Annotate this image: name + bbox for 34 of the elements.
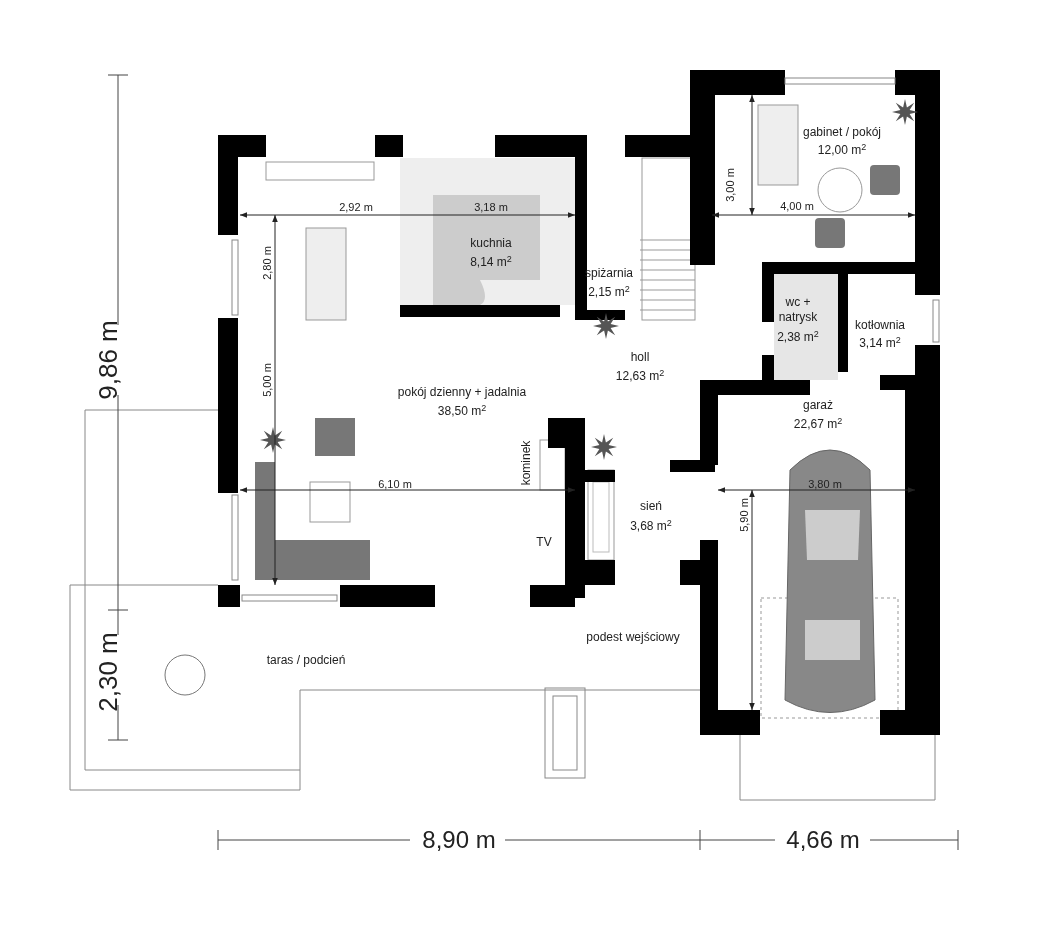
dimension-label: 3,80 m bbox=[808, 478, 842, 492]
room-name: kotłownia bbox=[855, 317, 905, 333]
room-area: 3,14 m$^{2}$ bbox=[859, 335, 901, 351]
room-area: 12,00 m$^{2}$ bbox=[817, 142, 867, 158]
room-area: 38,50 m$^{2}$ bbox=[437, 403, 487, 419]
room-area: 8,14 m$^{2}$ bbox=[470, 254, 512, 270]
dimension-label: 4,00 m bbox=[780, 200, 814, 214]
room-name: pokój dzienny + jadalnia bbox=[397, 384, 527, 400]
dimension-label: 5,00 m bbox=[261, 363, 275, 397]
dimension-label: 9,86 m bbox=[91, 320, 124, 400]
room-name: garaż bbox=[803, 397, 833, 413]
area-name: taras / podcień bbox=[266, 652, 346, 668]
fireplace-label: kominek bbox=[518, 440, 534, 486]
room-name: wc + natrysk bbox=[777, 295, 819, 325]
room-name: sień bbox=[640, 498, 662, 514]
room-area: 2,38 m$^{2}$ bbox=[777, 329, 819, 345]
room-area: 12,63 m$^{2}$ bbox=[615, 368, 665, 384]
room-name: holl bbox=[630, 349, 650, 365]
dimension-label: 3,18 m bbox=[474, 201, 508, 215]
room-name: kuchnia bbox=[470, 235, 512, 251]
room-name: gabinet / pokój bbox=[802, 124, 882, 140]
room-area: 2,15 m$^{2}$ bbox=[588, 284, 630, 300]
dimension-label: 2,80 m bbox=[261, 246, 275, 280]
room-area: 3,68 m$^{2}$ bbox=[630, 518, 672, 534]
area-name: podest wejściowy bbox=[586, 629, 680, 645]
dimension-label: 8,90 m bbox=[422, 825, 496, 855]
dimension-label: 2,30 m bbox=[91, 632, 124, 712]
room-area: 22,67 m$^{2}$ bbox=[793, 416, 843, 432]
dimension-label: 5,90 m bbox=[738, 498, 752, 532]
dimension-label: 4,66 m bbox=[786, 825, 860, 855]
dimension-label: 3,00 m bbox=[724, 168, 738, 202]
dimension-label: 6,10 m bbox=[378, 478, 412, 492]
tv-label: TV bbox=[536, 534, 552, 550]
dimension-label: 2,92 m bbox=[339, 201, 373, 215]
